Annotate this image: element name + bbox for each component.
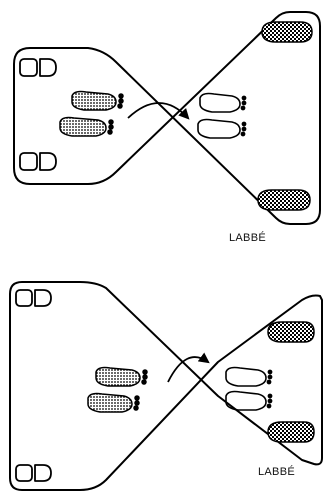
right-pad-top-1 bbox=[262, 22, 312, 42]
pocket-top-left-1 bbox=[20, 59, 56, 76]
pocket-bottom-left-2 bbox=[16, 465, 51, 481]
outline-feet-1 bbox=[198, 94, 246, 139]
diagram-2 bbox=[10, 282, 322, 490]
right-pad-bottom-2 bbox=[268, 422, 314, 442]
transfer-arrow-1 bbox=[128, 103, 188, 118]
room-outline-2 bbox=[10, 282, 322, 490]
pocket-bottom-left-1 bbox=[20, 153, 56, 170]
diagram-1 bbox=[14, 12, 320, 224]
dotted-feet-1 bbox=[60, 92, 123, 137]
caption-diagram-2: LABBÉ bbox=[258, 466, 295, 478]
dotted-feet-2 bbox=[88, 368, 147, 413]
pocket-top-left-2 bbox=[16, 290, 51, 306]
outline-feet-2 bbox=[226, 368, 272, 411]
right-pad-bottom-1 bbox=[258, 190, 310, 210]
caption-diagram-1: LABBÉ bbox=[229, 232, 266, 244]
right-pad-top-2 bbox=[268, 322, 314, 342]
